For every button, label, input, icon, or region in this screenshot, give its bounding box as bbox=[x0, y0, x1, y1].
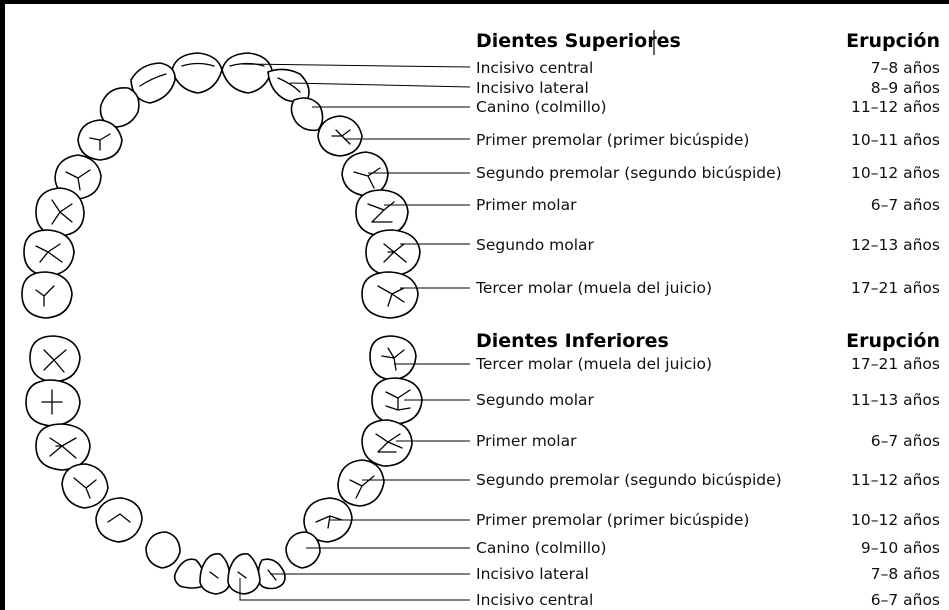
upper-row-age: 11–12 años bbox=[851, 98, 940, 116]
lower-row-name: Incisivo lateral bbox=[476, 565, 589, 583]
lower-row-age: 7–8 años bbox=[871, 565, 940, 583]
upper-arch bbox=[22, 53, 420, 318]
upper-lateral-incisor-left bbox=[268, 69, 309, 101]
lower-first-molar-right bbox=[36, 424, 90, 470]
lower-row-age: 6–7 años bbox=[871, 432, 940, 450]
upper-first-premolar-left bbox=[318, 116, 362, 156]
upper-row-name: Primer molar bbox=[476, 196, 577, 214]
lower-row-age: 17–21 años bbox=[851, 355, 940, 373]
upper-row-age: 6–7 años bbox=[871, 196, 940, 214]
upper-first-molar-left bbox=[356, 190, 408, 236]
lower-central-incisor-left bbox=[228, 554, 260, 594]
lower-second-molar-left bbox=[372, 378, 422, 424]
upper-row-age: 12–13 años bbox=[851, 236, 940, 254]
leader-upper-central-incisor bbox=[240, 64, 470, 67]
upper-first-premolar-right bbox=[78, 120, 122, 160]
lower-first-molar-left bbox=[362, 420, 412, 466]
lower-row-age: 10–12 años bbox=[851, 511, 940, 529]
upper-section-title: Dientes Superiores bbox=[476, 30, 681, 52]
lower-row-name: Tercer molar (muela del juicio) bbox=[475, 355, 712, 373]
upper-third-molar-right bbox=[22, 272, 72, 318]
upper-row-age: 10–12 años bbox=[851, 164, 940, 182]
lower-row-name: Canino (colmillo) bbox=[476, 539, 607, 557]
lower-third-molar-right bbox=[30, 336, 80, 382]
lower-first-premolar-right bbox=[96, 498, 142, 542]
upper-central-incisor-right bbox=[172, 53, 222, 93]
lower-table: Dientes Inferiores Erupción Tercer molar… bbox=[475, 330, 940, 609]
lower-second-premolar-right bbox=[62, 464, 108, 508]
lower-arch bbox=[26, 336, 422, 594]
lower-row-name: Primer molar bbox=[476, 432, 577, 450]
lower-second-molar-right bbox=[26, 380, 80, 426]
upper-row-age: 17–21 años bbox=[851, 279, 940, 297]
upper-second-molar-left bbox=[366, 230, 420, 276]
upper-row-name: Canino (colmillo) bbox=[476, 98, 607, 116]
upper-row-age: 7–8 años bbox=[871, 59, 940, 77]
upper-row-name: Segundo molar bbox=[476, 236, 594, 254]
lower-row-age: 6–7 años bbox=[871, 591, 940, 609]
upper-first-molar-right bbox=[36, 188, 84, 236]
lower-row-name: Segundo premolar (segundo bicúspide) bbox=[476, 471, 782, 489]
upper-table: Dientes Superiores Erupción Incisivo cen… bbox=[475, 30, 940, 297]
lower-canine-left bbox=[286, 532, 320, 568]
upper-central-incisor-left bbox=[222, 53, 272, 93]
upper-second-molar-right bbox=[24, 230, 74, 276]
lower-second-premolar-left bbox=[338, 460, 384, 506]
upper-row-age: 10–11 años bbox=[851, 131, 940, 149]
upper-canine-left bbox=[291, 98, 322, 130]
upper-row-name: Incisivo lateral bbox=[476, 79, 589, 97]
lower-row-age: 11–12 años bbox=[851, 471, 940, 489]
lower-eruption-header: Erupción bbox=[846, 330, 940, 352]
lower-central-incisor-right bbox=[200, 554, 230, 594]
upper-eruption-header: Erupción bbox=[846, 30, 940, 52]
upper-row-name: Segundo premolar (segundo bicúspide) bbox=[476, 164, 782, 182]
upper-row-age: 8–9 años bbox=[871, 79, 940, 97]
upper-third-molar-left bbox=[362, 272, 418, 318]
upper-row-name: Primer premolar (primer bicúspide) bbox=[476, 131, 749, 149]
lower-third-molar-left bbox=[370, 336, 416, 380]
lower-row-name: Segundo molar bbox=[476, 391, 594, 409]
lower-row-age: 11–13 años bbox=[851, 391, 940, 409]
upper-row-name: Incisivo central bbox=[476, 59, 593, 77]
lower-row-name: Primer premolar (primer bicúspide) bbox=[476, 511, 749, 529]
upper-row-name: Tercer molar (muela del juicio) bbox=[475, 279, 712, 297]
lower-section-title: Dientes Inferiores bbox=[476, 330, 669, 352]
lower-canine-right bbox=[146, 532, 180, 568]
leader-upper-lateral-incisor bbox=[290, 83, 470, 87]
lower-row-age: 9–10 años bbox=[861, 539, 940, 557]
lower-row-name: Incisivo central bbox=[476, 591, 593, 609]
